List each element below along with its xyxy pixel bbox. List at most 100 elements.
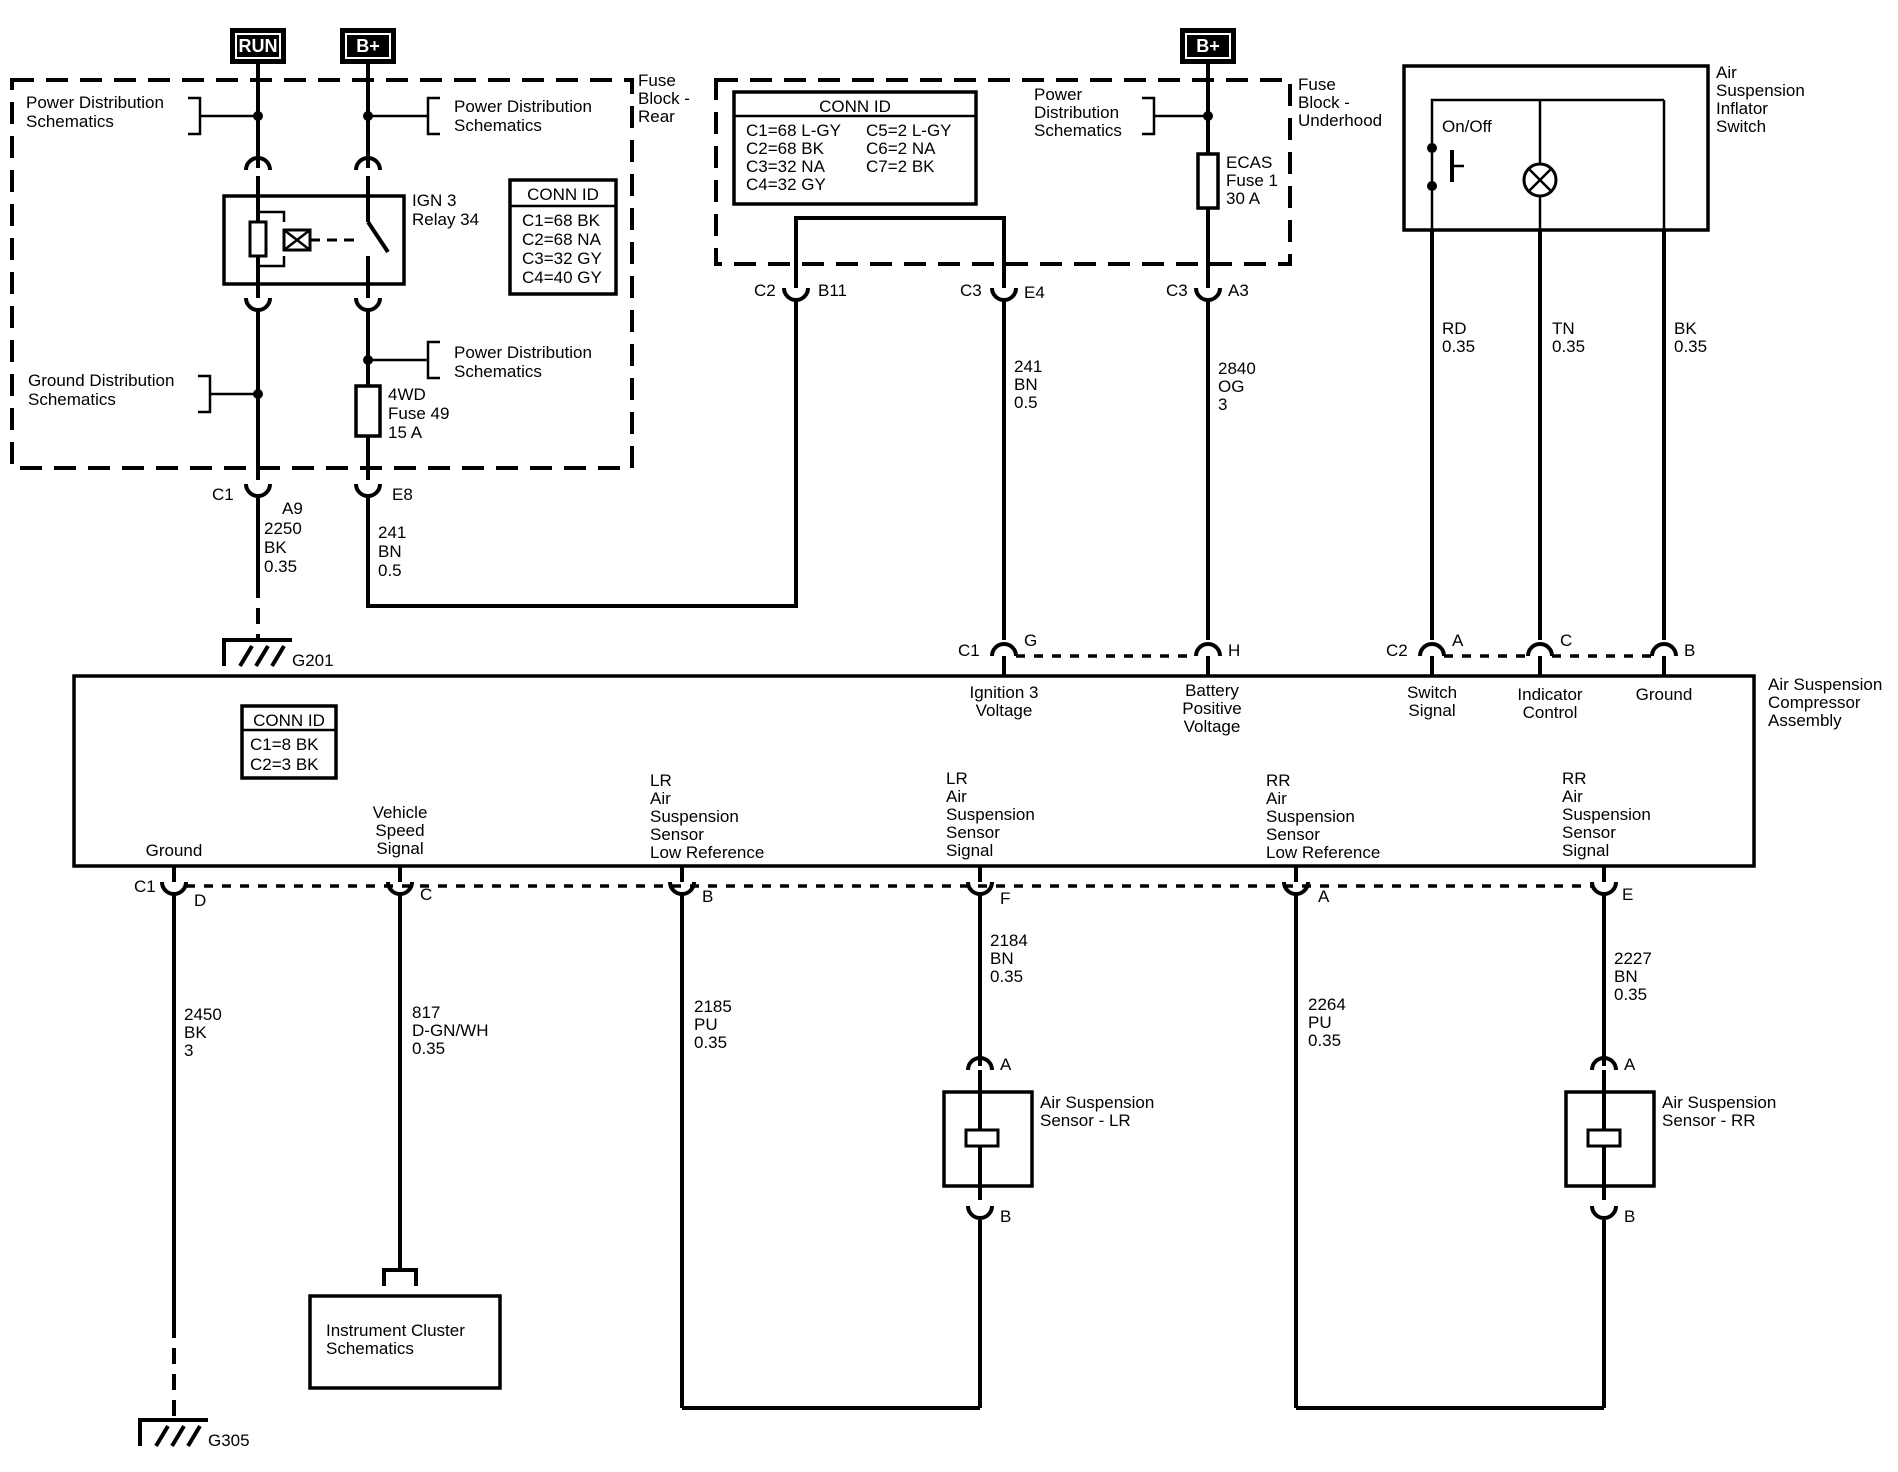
g201-label: G201 <box>292 651 334 670</box>
uh-pd-3: Schematics <box>1034 121 1122 140</box>
lbl-gnd-top: Ground <box>1636 685 1693 704</box>
conn-id-uh-title: CONN ID <box>819 97 891 116</box>
bplus-right-label: B+ <box>1196 36 1220 56</box>
conn-id-rear-title: CONN ID <box>527 185 599 204</box>
conn-rear-c1: C1 <box>212 485 234 504</box>
lbl-lrlow-5: Low Reference <box>650 843 764 862</box>
wire-tn-size: 0.35 <box>1552 337 1585 356</box>
lbl-vss-3: Signal <box>376 839 423 858</box>
pd-label-2a: Power Distribution <box>454 97 592 116</box>
conn-id-uh-row: C7=2 BK <box>866 157 935 176</box>
sw-title-4: Switch <box>1716 117 1766 136</box>
pd-label-3b: Schematics <box>454 362 542 381</box>
wire-rd-color: RD <box>1442 319 1467 338</box>
wire-241-right-size: 0.5 <box>1014 393 1038 412</box>
conn-id-uh-row: C2=68 BK <box>746 139 825 158</box>
pin-e8: E8 <box>392 485 413 504</box>
fbr-title-2: Block - <box>638 89 690 108</box>
sensor-rr-pin-b: B <box>1624 1207 1635 1226</box>
pin-b-bottom: B <box>702 887 713 906</box>
wire-rd-size: 0.35 <box>1442 337 1475 356</box>
pin-a-bottom: A <box>1318 887 1330 906</box>
gd-label-a: Ground Distribution <box>28 371 174 390</box>
cluster-label-2: Schematics <box>326 1339 414 1358</box>
ecas-label-3: 30 A <box>1226 189 1261 208</box>
lbl-sw-2: Signal <box>1408 701 1455 720</box>
wire-241-left-size: 0.5 <box>378 561 402 580</box>
wire-2185-num: 2185 <box>694 997 732 1016</box>
wire-2184-color: BN <box>990 949 1014 968</box>
uh-pd-2: Distribution <box>1034 103 1119 122</box>
comp-title-3: Assembly <box>1768 711 1842 730</box>
lbl-vss-2: Speed <box>375 821 424 840</box>
relay-label-1: IGN 3 <box>412 191 456 210</box>
relay-label-2: Relay 34 <box>412 210 479 229</box>
wire-241-right-num: 241 <box>1014 357 1042 376</box>
ecas-label-1: ECAS <box>1226 153 1272 172</box>
lbl-ind-1: Indicator <box>1517 685 1583 704</box>
pin-e: E <box>1622 885 1633 904</box>
conn-id-uh-row: C6=2 NA <box>866 139 936 158</box>
wire-2450-color: BK <box>184 1023 207 1042</box>
gd-label-b: Schematics <box>28 390 116 409</box>
instrument-cluster-box: Instrument Cluster Schematics <box>308 1294 502 1390</box>
lbl-rrlow-1: RR <box>1266 771 1291 790</box>
lbl-rrsig-1: RR <box>1562 769 1587 788</box>
ign3-relay <box>222 194 406 286</box>
lbl-rrlow-5: Low Reference <box>1266 843 1380 862</box>
wire-2264-size: 0.35 <box>1308 1031 1341 1050</box>
lbl-lrsig-1: LR <box>946 769 968 788</box>
comp-c2-top: C2 <box>1386 641 1408 660</box>
run-source: RUN <box>230 28 286 64</box>
wire-2185-color: PU <box>694 1015 718 1034</box>
pin-b-top: B <box>1684 641 1695 660</box>
pin-a3: A3 <box>1228 281 1249 300</box>
ground-g305: G305 <box>138 1418 250 1450</box>
conn-uh-c3b: C3 <box>1166 281 1188 300</box>
wire-bk-color: BK <box>1674 319 1697 338</box>
lbl-lrlow-3: Suspension <box>650 807 739 826</box>
conn-id-underhood: CONN ID C1=68 L-GY C2=68 BK C3=32 NA C4=… <box>732 90 978 206</box>
wire-241-right-color: BN <box>1014 375 1038 394</box>
pd-label-1b: Schematics <box>26 112 114 131</box>
wire-2227-num: 2227 <box>1614 949 1652 968</box>
wire-2450-size: 3 <box>184 1041 193 1060</box>
cluster-label-1: Instrument Cluster <box>326 1321 465 1340</box>
pin-a9: A9 <box>282 499 303 518</box>
lbl-lrsig-2: Air <box>946 787 967 806</box>
comp-c1-top: C1 <box>958 641 980 660</box>
wire-2227-size: 0.35 <box>1614 985 1647 1004</box>
sw-title-3: Inflator <box>1716 99 1768 118</box>
wire-2250-color: BK <box>264 538 287 557</box>
conn-id-uh-row: C5=2 L-GY <box>866 121 952 140</box>
compressor-top-connectors: C1 G H C2 A C B <box>958 631 1695 676</box>
conn-id-rear: CONN ID C1=68 BK C2=68 NA C3=32 GY C4=40… <box>508 178 618 296</box>
pin-a-top: A <box>1452 631 1464 650</box>
pin-b11: B11 <box>818 281 847 300</box>
compressor-assembly: Air Suspension Compressor Assembly CONN … <box>72 674 1882 868</box>
lbl-batt-2: Positive <box>1182 699 1242 718</box>
pin-c-top: C <box>1560 631 1572 650</box>
pd-label-2b: Schematics <box>454 116 542 135</box>
wire-2264-color: PU <box>1308 1013 1332 1032</box>
wire-2184-size: 0.35 <box>990 967 1023 986</box>
lbl-rrlow-4: Sensor <box>1266 825 1320 844</box>
sensor-lr-pin-b: B <box>1000 1207 1011 1226</box>
pin-g: G <box>1024 631 1037 650</box>
conn-id-uh-row: C1=68 L-GY <box>746 121 841 140</box>
lbl-lrlow-2: Air <box>650 789 671 808</box>
ecas-fuse-1 <box>1196 152 1220 210</box>
fuse-block-rear: Fuse Block - Rear Power Distribution Sch… <box>10 64 690 480</box>
inflator-switch: Air Suspension Inflator Switch On/Off <box>1402 63 1805 232</box>
conn-id-comp-row: C2=3 BK <box>250 755 319 774</box>
wire-2840-num: 2840 <box>1218 359 1256 378</box>
lbl-rrlow-3: Suspension <box>1266 807 1355 826</box>
sensor-lr-label-1: Air Suspension <box>1040 1093 1154 1112</box>
comp-c1-bottom: C1 <box>134 877 156 896</box>
comp-title-1: Air Suspension <box>1768 675 1882 694</box>
wire-817-num: 817 <box>412 1003 440 1022</box>
conn-id-uh-row: C4=32 GY <box>746 175 826 194</box>
ground-g201: G201 <box>222 638 334 670</box>
lbl-lrsig-5: Signal <box>946 841 993 860</box>
